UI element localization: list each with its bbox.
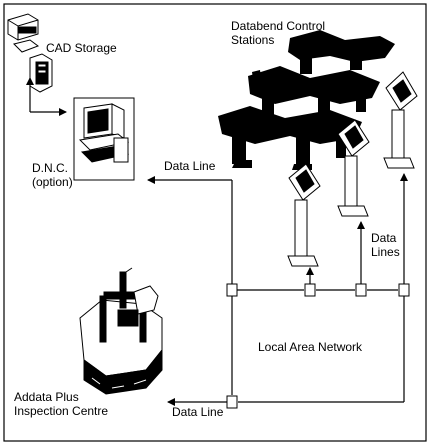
network-lines (147, 173, 408, 406)
addata-label-line2: Inspection Centre (14, 404, 108, 418)
computer-terminal-icon (78, 103, 130, 163)
node-station-3 (398, 283, 410, 297)
control-station-icon-3 (383, 71, 418, 169)
node-station-1 (304, 283, 316, 297)
dnc-label-line2: (option) (32, 175, 73, 189)
data-line-bottom-label: Data Line (172, 405, 224, 419)
node-lan-left (226, 283, 238, 297)
node-station-2 (355, 283, 367, 297)
cad-dnc-connector (26, 77, 67, 116)
control-station-icon-1 (287, 163, 321, 267)
databend-label-line2: Stations (231, 33, 274, 47)
lan-label: Local Area Network (258, 340, 363, 354)
outer-frame (3, 3, 427, 442)
data-lines-label-line2: Lines (371, 245, 400, 259)
dnc-label-line1: D.N.C. (32, 161, 68, 175)
press-brake-icon-1 (288, 30, 395, 74)
dnc-box (73, 97, 135, 181)
node-inspection (226, 395, 238, 409)
databend-label-line1: Databend Control (231, 19, 325, 33)
data-lines-label-line1: Data (371, 231, 397, 245)
press-brake-icon-3 (218, 106, 362, 170)
inspection-centre-icon (79, 267, 163, 395)
network-nodes (226, 283, 410, 409)
data-line-top-label: Data Line (164, 159, 216, 173)
addata-label-line1: Addata Plus (14, 390, 79, 404)
control-station-icon-2 (337, 119, 370, 217)
cad-storage-label: CAD Storage (46, 41, 117, 55)
